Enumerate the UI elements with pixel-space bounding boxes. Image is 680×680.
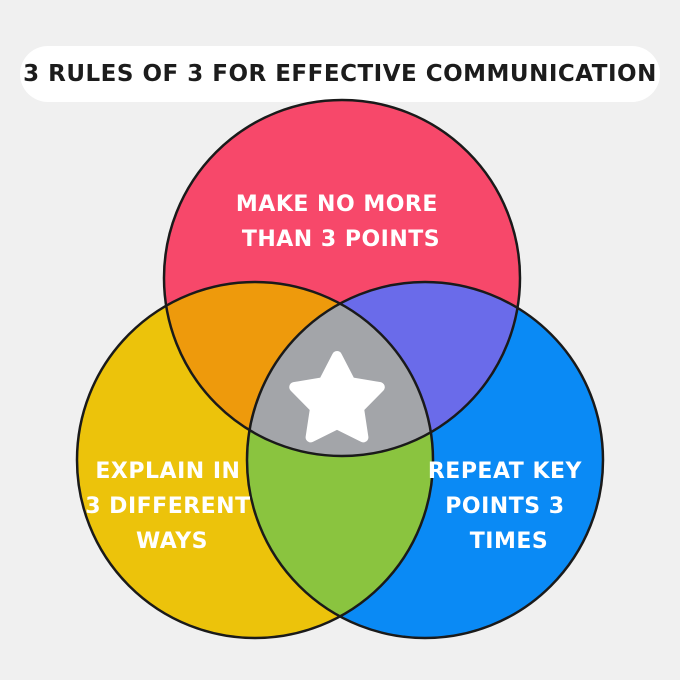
label-left-line-3: WAYS [136, 529, 208, 554]
label-left: EXPLAIN IN 3 DIFFERENT WAYS [85, 459, 259, 554]
label-right: REPEAT KEY POINTS 3 TIMES [428, 459, 590, 554]
star-icon [289, 351, 385, 443]
label-right-line-2: POINTS 3 [445, 494, 564, 519]
label-left-line-1: EXPLAIN IN [95, 459, 240, 484]
circle-outlines [75, 98, 605, 640]
diagram-title: 3 RULES OF 3 FOR EFFECTIVE COMMUNICATION [23, 61, 657, 87]
label-left-line-2: 3 DIFFERENT [85, 494, 250, 519]
label-right-line-1: REPEAT KEY [428, 459, 583, 484]
label-top: MAKE NO MORE THAN 3 POINTS [236, 192, 446, 252]
title-banner: 3 RULES OF 3 FOR EFFECTIVE COMMUNICATION [20, 46, 660, 102]
label-top-line-1: MAKE NO MORE [236, 192, 438, 217]
label-right-line-3: TIMES [470, 529, 548, 554]
label-top-line-2: THAN 3 POINTS [242, 227, 440, 252]
